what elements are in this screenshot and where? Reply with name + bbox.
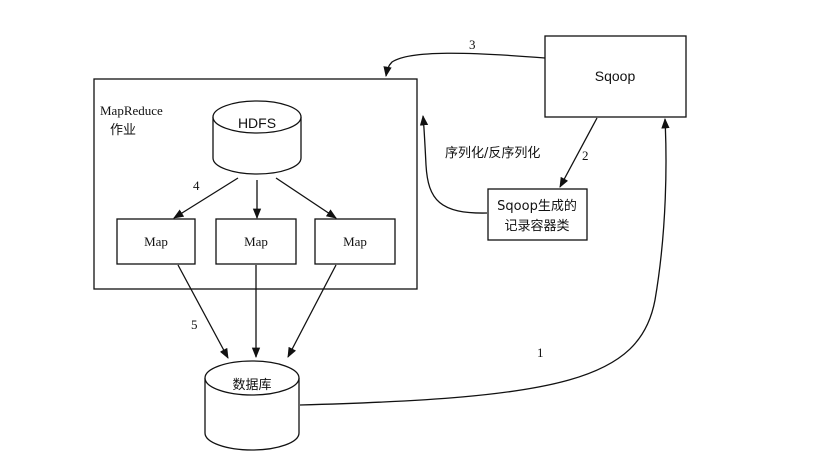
edge-map-3-to-database [287,264,337,358]
edge-label-1: 1 [537,345,544,360]
edge-map-1-to-database [177,264,229,359]
map-label-3: Map [343,234,367,249]
map-node-2: Map [215,218,297,265]
database-label: 数据库 [232,377,271,393]
edge-database-to-sqoop [299,117,670,406]
database-node: 数据库 [204,360,300,451]
edge-sqoop-to-mapreduce [383,52,546,78]
mapreduce-job-label-line1: MapReduce [100,103,163,118]
edge-record-class-to-mapreduce [419,114,488,214]
map-label-1: Map [144,234,168,249]
edge-hdfs-to-map-3 [275,177,337,219]
mapreduce-job-label-line2: 作业 [110,123,136,138]
map-label-2: Map [244,234,268,249]
sqoop-label: Sqoop [595,68,636,84]
edge-label-5: 5 [191,317,198,332]
serialization-label: 序列化/反序列化 [445,146,540,161]
edge-label-3: 3 [469,37,476,52]
edge-label-2: 2 [582,148,589,163]
edge-hdfs-to-map-1 [173,177,239,219]
record-class-node: Sqoop生成的 记录容器类 [487,188,588,241]
hdfs-label: HDFS [238,115,276,131]
map-node-3: Map [314,218,396,265]
record-class-label-line2: 记录容器类 [504,218,569,234]
sqoop-node: Sqoop [544,35,687,118]
edge-label-4: 4 [193,178,200,193]
map-node-1: Map [116,218,196,265]
edge-sqoop-to-record-class [559,117,598,188]
record-class-label-line1: Sqoop生成的 [497,198,577,214]
hdfs-node: HDFS [212,100,302,175]
